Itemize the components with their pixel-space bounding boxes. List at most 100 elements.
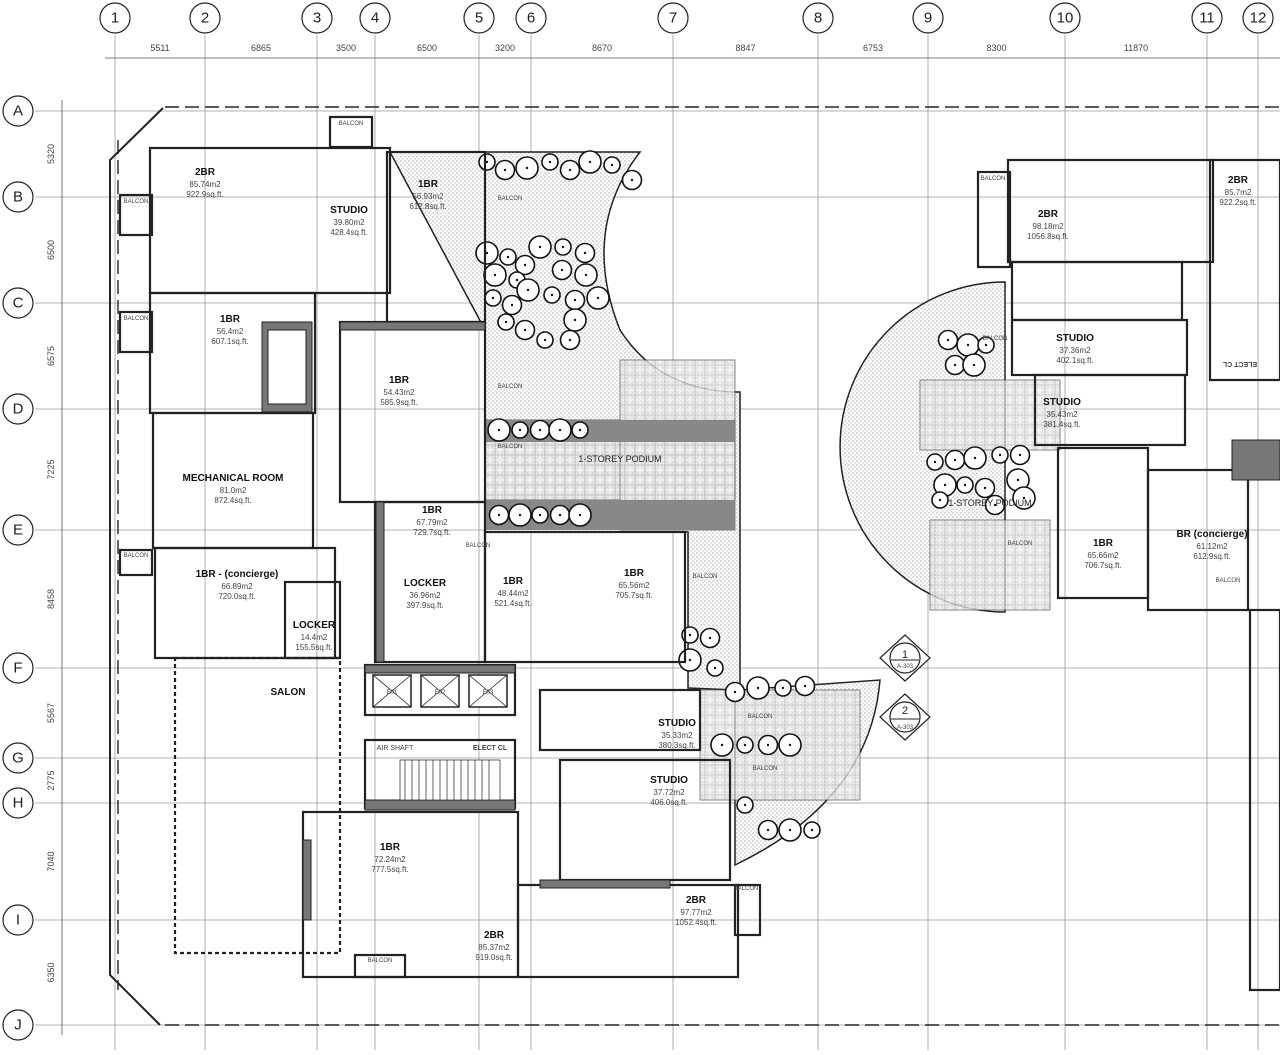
tree-trunk bbox=[781, 686, 785, 690]
grid-column-label: 12 bbox=[1250, 10, 1267, 27]
tree-trunk bbox=[938, 498, 942, 502]
room-area: 35.33m2 bbox=[661, 731, 693, 740]
row-dimension: 7225 bbox=[46, 459, 56, 479]
tree-trunk bbox=[526, 288, 530, 292]
row-dimension: 6350 bbox=[46, 962, 56, 982]
section-marker-1[interactable]: 1 A-303 bbox=[879, 634, 931, 682]
tree-trunk bbox=[963, 483, 967, 487]
section-marker-2[interactable]: 2 A-303 bbox=[879, 693, 931, 741]
tree-trunk bbox=[588, 160, 592, 164]
room-name: 2BR bbox=[1228, 175, 1249, 186]
balcony-label: BALCON bbox=[1008, 541, 1033, 547]
tree-trunk bbox=[688, 633, 692, 637]
tree-trunk bbox=[720, 743, 724, 747]
row-dimension: 6500 bbox=[46, 240, 56, 260]
room-area: 97.77m2 bbox=[680, 908, 712, 917]
tree-trunk bbox=[983, 486, 987, 490]
room-area-sqft: 1052.4sq.ft. bbox=[675, 918, 717, 927]
tree-trunk bbox=[803, 684, 807, 688]
room-area-sqft: 1056.8sq.ft. bbox=[1027, 232, 1069, 241]
grid-column-label: 10 bbox=[1057, 10, 1074, 27]
elect-cl-label: ELECT CL bbox=[473, 745, 508, 752]
grid-column-label: 6 bbox=[527, 10, 535, 27]
section-sheet: A-303 bbox=[897, 725, 914, 731]
room-area: 61.12m2 bbox=[1196, 542, 1228, 551]
balcony-label: BALCON bbox=[124, 199, 149, 205]
grid-row-label: H bbox=[13, 795, 24, 812]
tree-trunk bbox=[1018, 453, 1022, 457]
tree-trunk bbox=[561, 245, 565, 249]
room-area-sqft: 428.4sq.ft. bbox=[330, 228, 367, 237]
tree-trunk bbox=[550, 293, 554, 297]
structural-cores bbox=[261, 321, 671, 921]
tree-trunk bbox=[1022, 496, 1026, 500]
room-area: 85.74m2 bbox=[189, 180, 221, 189]
tree-trunk bbox=[510, 303, 514, 307]
room-area-sqft: 380.3sq.ft. bbox=[658, 741, 695, 750]
tree-trunk bbox=[538, 245, 542, 249]
tree-trunk bbox=[538, 513, 542, 517]
tree-trunk bbox=[743, 743, 747, 747]
tree-trunk bbox=[525, 166, 529, 170]
grid-row-label: B bbox=[13, 189, 23, 206]
tree-trunk bbox=[568, 338, 572, 342]
room-area-sqft: 922.2sq.ft. bbox=[1219, 198, 1256, 207]
balcony-label: BALCON bbox=[981, 176, 1006, 182]
room-area: 37.72m2 bbox=[653, 788, 685, 797]
tree-trunk bbox=[713, 666, 717, 670]
grid-bubble-column bbox=[802, 2, 834, 34]
room-area-sqft: 706.7sq.ft. bbox=[1084, 561, 1121, 570]
grid-row-label: I bbox=[16, 912, 20, 929]
tree-trunk bbox=[558, 428, 562, 432]
grid-bubble-column bbox=[189, 2, 221, 34]
grid-bubble-column bbox=[912, 2, 944, 34]
tree-trunk bbox=[503, 168, 507, 172]
tree-trunk bbox=[788, 743, 792, 747]
room-name: 2BR bbox=[195, 167, 216, 178]
room-name: 2BR bbox=[686, 895, 707, 906]
tree-trunk bbox=[788, 828, 792, 832]
column-dimension: 3500 bbox=[336, 43, 356, 53]
elevators: E01 E02 E03 bbox=[372, 674, 508, 708]
grid-bubble-row bbox=[2, 287, 34, 319]
room-name: STUDIO bbox=[330, 205, 368, 216]
room-area: 65.66m2 bbox=[1087, 551, 1119, 560]
tree-trunk bbox=[972, 363, 976, 367]
tree-trunk bbox=[966, 343, 970, 347]
room-name: SALON bbox=[271, 687, 306, 698]
tree-trunk bbox=[491, 296, 495, 300]
column-dimension: 6753 bbox=[863, 43, 883, 53]
tree-trunk bbox=[578, 428, 582, 432]
grid-column-label: 5 bbox=[475, 10, 483, 27]
room-area-sqft: 381.4sq.ft. bbox=[1043, 420, 1080, 429]
balcony-label: BALCON bbox=[368, 958, 393, 964]
room-area-sqft: 521.4sq.ft. bbox=[494, 599, 531, 608]
balcony-label: BALCON bbox=[753, 766, 778, 772]
podium-main bbox=[388, 151, 881, 867]
room-name: 1BR bbox=[624, 568, 645, 579]
grid-row-label: E bbox=[13, 522, 23, 539]
grid-row-label: A bbox=[13, 103, 23, 120]
balcony-label: BALCON bbox=[124, 316, 149, 322]
grid-bubble-row bbox=[2, 95, 34, 127]
room-area: 81.0m2 bbox=[220, 486, 247, 495]
tree-trunk bbox=[578, 513, 582, 517]
tree-trunk bbox=[493, 273, 497, 277]
trees bbox=[475, 150, 1036, 842]
column-dimension: 3200 bbox=[495, 43, 515, 53]
room-area: 36.96m2 bbox=[409, 591, 441, 600]
tree-trunk bbox=[558, 513, 562, 517]
grid-row-label: C bbox=[13, 295, 24, 312]
property-line bbox=[117, 106, 1280, 1026]
